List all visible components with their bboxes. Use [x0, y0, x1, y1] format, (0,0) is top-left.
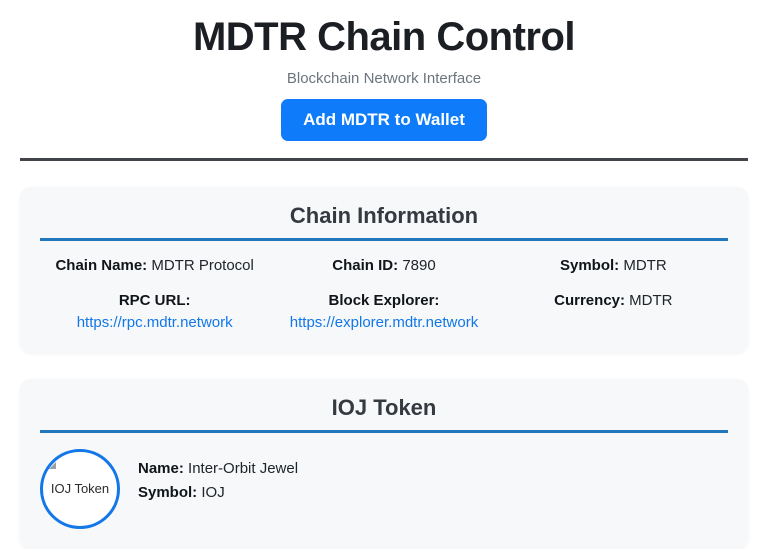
chain-information-grid: Chain Name: MDTR Protocol Chain ID: 7890… [40, 255, 728, 333]
rpc-url-label: RPC URL: [118, 291, 191, 309]
broken-image-glyph [49, 462, 56, 470]
rpc-url-link[interactable]: https://rpc.mdtr.network [76, 313, 233, 331]
token-field-symbol: Symbol: IOJ [138, 481, 728, 504]
ioj-token-logo-alt-text: IOJ Token [50, 480, 110, 496]
page-header: MDTR Chain Control Blockchain Network In… [20, 0, 748, 161]
ioj-token-body: IOJ Token Name: Inter-Orbit Jewel Symbol… [40, 447, 728, 530]
token-name-label: Name: [138, 460, 184, 478]
symbol-label: Symbol: [559, 257, 620, 274]
ioj-token-card: IOJ Token IOJ Token Name: Inter-Orbit Je… [20, 379, 748, 549]
ioj-token-accent-rule [40, 430, 728, 434]
field-symbol: Symbol: MDTR [499, 255, 728, 277]
symbol-value: MDTR [623, 257, 667, 274]
header-actions: Add MDTR to Wallet [20, 99, 748, 141]
field-chain-id: Chain ID: 7890 [269, 255, 498, 277]
currency-label: Currency: [554, 291, 625, 309]
chain-name-label: Chain Name: [55, 257, 148, 274]
chain-information-accent-rule [40, 238, 728, 241]
field-rpc-url: RPC URL: https://rpc.mdtr.network [40, 290, 269, 334]
header-divider [20, 158, 748, 161]
chain-id-label: Chain ID: [332, 257, 399, 274]
ioj-token-details: Name: Inter-Orbit Jewel Symbol: IOJ [138, 449, 728, 504]
ioj-token-logo: IOJ Token [40, 449, 120, 530]
chain-id-value: 7890 [402, 257, 436, 274]
page-title: MDTR Chain Control [192, 15, 576, 59]
chain-name-value: MDTR Protocol [151, 257, 254, 274]
token-symbol-label: Symbol: [138, 483, 198, 501]
field-block-explorer: Block Explorer: https://explorer.mdtr.ne… [269, 290, 498, 334]
add-to-wallet-button[interactable]: Add MDTR to Wallet [281, 99, 487, 141]
broken-image-icon: IOJ Token [43, 452, 117, 526]
currency-value: MDTR [629, 291, 673, 309]
block-explorer-label: Block Explorer: [328, 291, 440, 309]
chain-information-card: Chain Information Chain Name: MDTR Proto… [20, 187, 748, 354]
chain-information-title: Chain Information [289, 203, 479, 228]
ioj-token-title: IOJ Token [331, 395, 437, 421]
field-chain-name: Chain Name: MDTR Protocol [40, 255, 269, 277]
block-explorer-link[interactable]: https://explorer.mdtr.network [289, 313, 479, 331]
page-subtitle: Blockchain Network Interface [286, 70, 482, 87]
field-currency: Currency: MDTR [499, 290, 728, 334]
token-symbol-value: IOJ [201, 483, 225, 501]
token-field-name: Name: Inter-Orbit Jewel [138, 457, 728, 480]
token-name-value: Inter-Orbit Jewel [188, 460, 299, 478]
